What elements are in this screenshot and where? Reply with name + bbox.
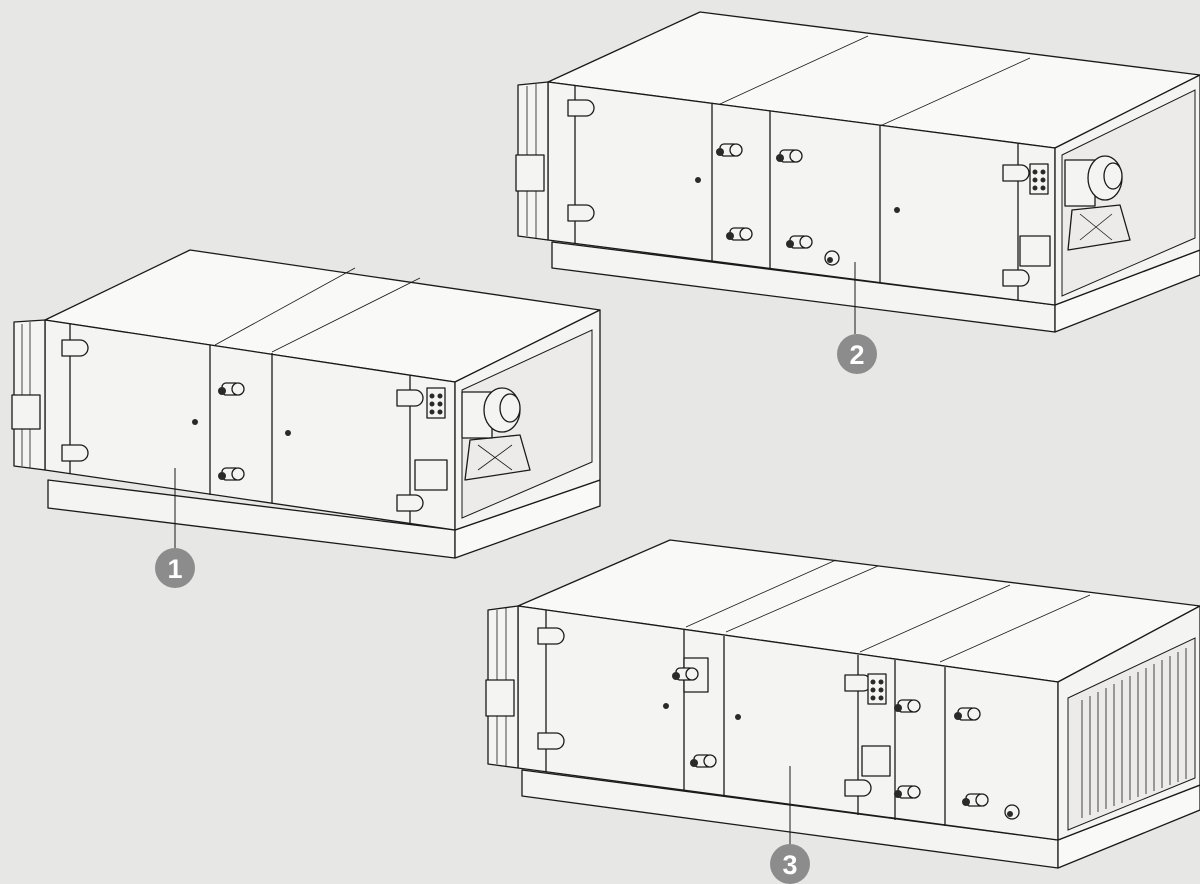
callout-number-1: 1 xyxy=(167,554,182,584)
callout-1: 1 xyxy=(155,468,195,588)
callout-3: 3 xyxy=(770,766,810,884)
air-handling-unit-1 xyxy=(11,249,601,559)
callout-2: 2 xyxy=(837,262,877,374)
callout-number-2: 2 xyxy=(849,340,864,370)
callout-badge-1 xyxy=(155,548,195,588)
callout-badge-3 xyxy=(770,844,810,884)
callout-badge-2 xyxy=(837,334,877,374)
callout-number-3: 3 xyxy=(782,850,797,880)
air-handling-unit-2 xyxy=(515,11,1200,333)
air-handling-unit-3 xyxy=(485,539,1200,869)
